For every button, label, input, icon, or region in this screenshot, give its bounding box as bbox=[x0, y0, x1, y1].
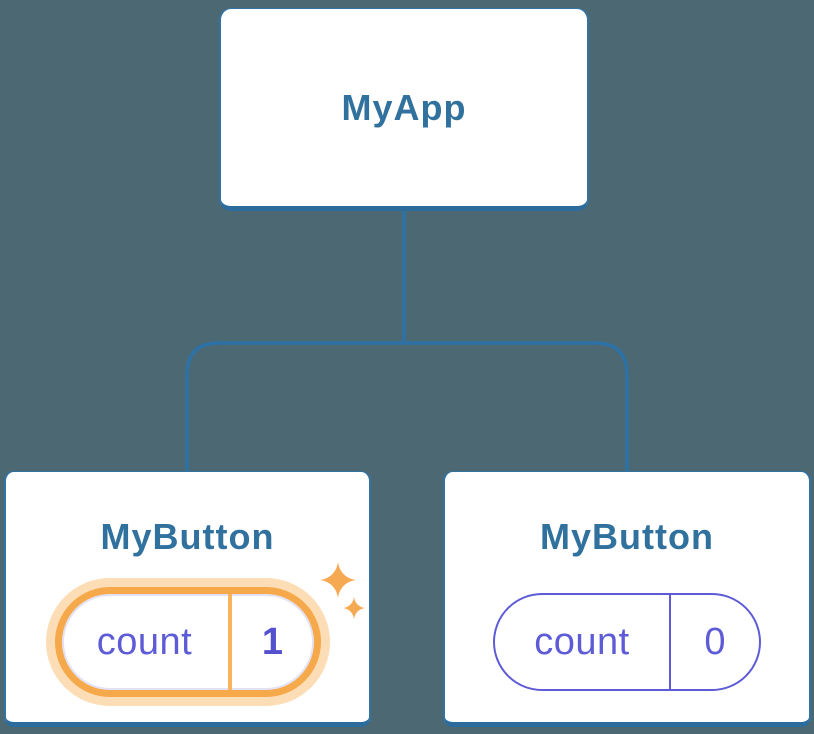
connector-branch bbox=[185, 341, 629, 472]
state-pill-divider bbox=[227, 594, 232, 690]
node-label-myapp: MyApp bbox=[341, 86, 467, 128]
sparkles-icon bbox=[320, 562, 366, 620]
state-pill-divider bbox=[669, 595, 671, 689]
node-label-mybutton-left: MyButton bbox=[100, 516, 275, 557]
state-key-label: count bbox=[96, 620, 193, 663]
node-label-mybutton-right: MyButton bbox=[540, 516, 714, 557]
state-key-label: count bbox=[534, 620, 630, 663]
tree-node-myapp: MyApp bbox=[219, 8, 589, 211]
state-pill-highlighted: count 1 bbox=[54, 587, 321, 697]
tree-node-mybutton-left: MyButton count 1 bbox=[4, 471, 371, 727]
state-value: 1 bbox=[261, 620, 284, 663]
state-value: 0 bbox=[704, 620, 726, 663]
state-pill-plain: count 0 bbox=[493, 593, 761, 691]
tree-node-mybutton-right: MyButton count 0 bbox=[443, 471, 811, 727]
